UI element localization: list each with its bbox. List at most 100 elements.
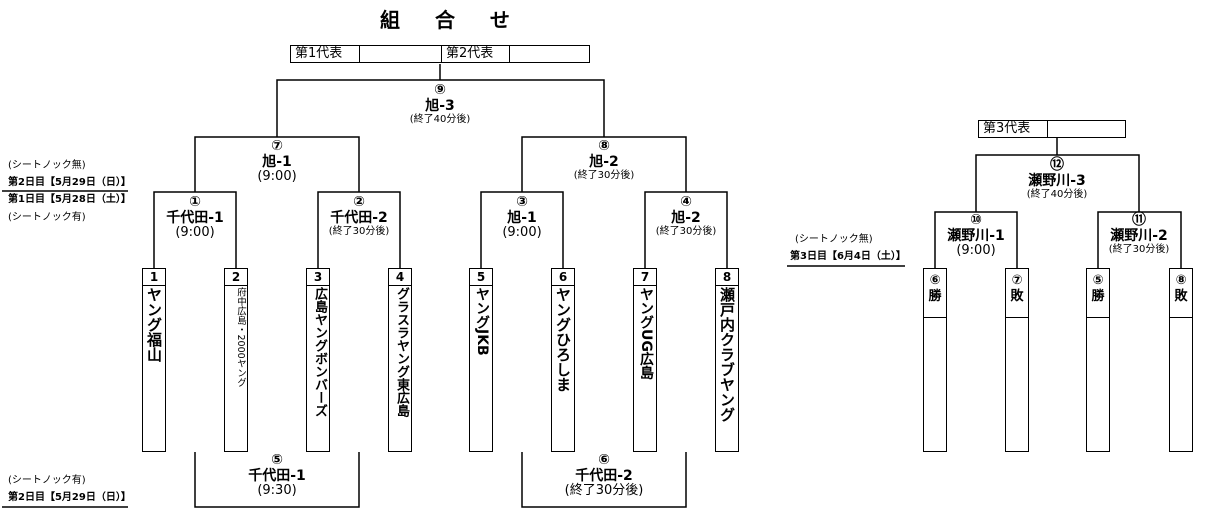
match-number: ⑦ xyxy=(271,138,283,154)
match-time: (9:30) xyxy=(257,483,297,499)
team-number: 1 xyxy=(143,269,165,286)
match-name: 旭-2 xyxy=(671,210,701,227)
slot-label: 勝 xyxy=(928,288,942,304)
team-name: 広島ヤングボンバーズ xyxy=(312,287,327,417)
match-name: 旭-3 xyxy=(425,98,455,115)
match-name: 千代田-1 xyxy=(248,468,306,485)
slot-divider xyxy=(1006,317,1028,318)
match-2: ② 千代田-2 (終了30分後) xyxy=(329,194,390,238)
team-number: 4 xyxy=(389,269,411,286)
match-time: (9:00) xyxy=(257,169,297,185)
rep1-label: 第1代表 xyxy=(295,46,343,61)
result-slot: ⑦ 敗 xyxy=(1005,268,1029,452)
team-number: 8 xyxy=(716,269,738,286)
slot-number: ⑤ xyxy=(1092,273,1104,288)
match-name: 千代田-2 xyxy=(575,468,633,485)
team-name: グラスラヤング東広島 xyxy=(394,287,409,417)
match-number: ① xyxy=(189,194,201,210)
team-name: 瀬戸内クラブヤング xyxy=(718,287,736,422)
match-number: ② xyxy=(353,194,365,210)
result-slot: ⑥ 勝 xyxy=(923,268,947,452)
match-number: ⑩ xyxy=(970,212,982,228)
match-12: ⑫ 瀬野川-3 (終了40分後) xyxy=(1027,157,1088,201)
match-time: (9:00) xyxy=(175,225,215,241)
note-text: (シートノック無) xyxy=(795,234,873,245)
match-number: ⑥ xyxy=(598,452,610,468)
note-text: (シートノック有) xyxy=(8,475,86,486)
match-10: ⑩ 瀬野川-1 (9:00) xyxy=(947,212,1005,259)
match-time: (終了30分後) xyxy=(564,483,644,499)
slot-header: ⑧ 敗 xyxy=(1170,273,1192,304)
team-box: 2 府中広島・2000ヤング xyxy=(224,268,248,452)
representative-box-3: 第3代表 xyxy=(978,120,1126,138)
box-divider xyxy=(1047,121,1048,137)
slot-number: ⑦ xyxy=(1011,273,1023,288)
note-text: 第2日目【5月29日（日）】 xyxy=(8,492,131,503)
match-number: ⑪ xyxy=(1132,212,1146,228)
note-text: (シートノック有) xyxy=(8,212,86,223)
representative-box-1-2: 第1代表 第2代表 xyxy=(290,45,590,63)
slot-header: ⑤ 勝 xyxy=(1087,273,1109,304)
match-4: ④ 旭-2 (終了30分後) xyxy=(656,194,717,238)
match-name: 旭-1 xyxy=(262,154,292,171)
match-3: ③ 旭-1 (9:00) xyxy=(502,194,541,241)
match-number: ③ xyxy=(516,194,528,210)
page-title: 組 合 せ xyxy=(380,8,524,32)
match-time: (終了30分後) xyxy=(655,226,717,238)
match-11: ⑪ 瀬野川-2 (終了30分後) xyxy=(1109,212,1170,256)
slot-label: 敗 xyxy=(1010,288,1024,304)
box-divider xyxy=(509,46,510,62)
team-box: 5 ヤングJKB xyxy=(469,268,493,452)
result-slot: ⑧ 敗 xyxy=(1169,268,1193,452)
match-7: ⑦ 旭-1 (9:00) xyxy=(257,138,296,185)
rep3-label: 第3代表 xyxy=(983,121,1031,136)
match-name: 千代田-2 xyxy=(330,210,388,227)
slot-label: 勝 xyxy=(1091,288,1105,304)
team-box: 6 ヤングひろしま xyxy=(551,268,575,452)
slot-header: ⑥ 勝 xyxy=(924,273,946,304)
team-name: ヤングUG広島 xyxy=(638,287,654,380)
note-text: 第1日目【5月28日（土）】 xyxy=(8,194,131,205)
match-8: ⑧ 旭-2 (終了30分後) xyxy=(574,138,635,182)
slot-number: ⑥ xyxy=(929,273,941,288)
slot-divider xyxy=(1087,317,1109,318)
slot-divider xyxy=(924,317,946,318)
team-number: 7 xyxy=(634,269,656,286)
slot-label: 敗 xyxy=(1174,288,1188,304)
match-time: (9:00) xyxy=(956,243,996,259)
match-number: ⑧ xyxy=(598,138,610,154)
team-number: 5 xyxy=(470,269,492,286)
team-name: ヤング福山 xyxy=(145,287,163,362)
match-time: (終了40分後) xyxy=(409,114,471,126)
match-name: 旭-1 xyxy=(507,210,537,227)
rep2-label: 第2代表 xyxy=(446,46,494,61)
result-slot: ⑤ 勝 xyxy=(1086,268,1110,452)
match-number: ⑨ xyxy=(434,82,446,98)
slot-number: ⑧ xyxy=(1175,273,1187,288)
team-number: 6 xyxy=(552,269,574,286)
match-name: 瀬野川-1 xyxy=(947,228,1005,245)
match-number: ④ xyxy=(680,194,692,210)
match-time: (終了40分後) xyxy=(1026,189,1088,201)
note-text: (シートノック無) xyxy=(8,160,86,171)
team-box: 3 広島ヤングボンバーズ xyxy=(306,268,330,452)
team-number: 3 xyxy=(307,269,329,286)
slot-divider xyxy=(1170,317,1192,318)
box-divider xyxy=(441,46,442,62)
team-number: 2 xyxy=(225,269,247,286)
team-box: 4 グラスラヤング東広島 xyxy=(388,268,412,452)
match-name: 旭-2 xyxy=(589,154,619,171)
match-5: ⑤ 千代田-1 (9:30) xyxy=(248,452,306,499)
team-box: 1 ヤング福山 xyxy=(142,268,166,452)
match-6: ⑥ 千代田-2 (終了30分後) xyxy=(565,452,644,499)
match-time: (終了30分後) xyxy=(573,170,635,182)
team-box: 8 瀬戸内クラブヤング xyxy=(715,268,739,452)
slot-header: ⑦ 敗 xyxy=(1006,273,1028,304)
match-number: ⑤ xyxy=(271,452,283,468)
match-9: ⑨ 旭-3 (終了40分後) xyxy=(410,82,471,126)
match-time: (終了30分後) xyxy=(1108,244,1170,256)
match-name: 瀬野川-3 xyxy=(1028,173,1086,190)
team-name: ヤングJKB xyxy=(474,287,490,356)
note-text: 第3日目【6月4日（土）】 xyxy=(790,251,906,262)
